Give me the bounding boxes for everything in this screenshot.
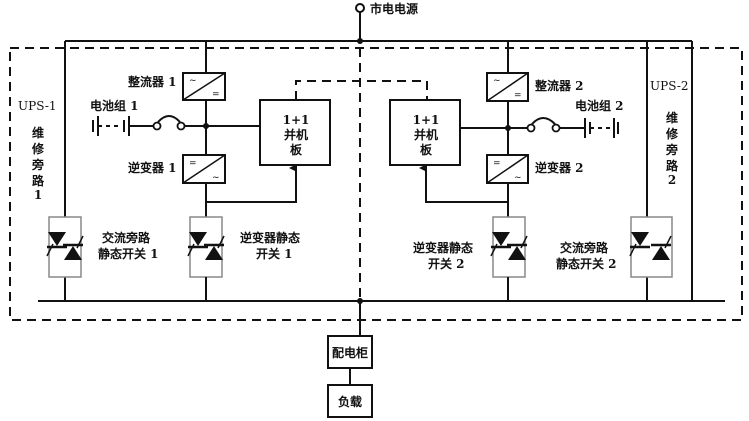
distribution-cabinet-label: 配电柜: [332, 345, 368, 360]
svg-text:~: ~: [493, 76, 501, 86]
parallel-link: [295, 80, 428, 100]
svg-text:=: =: [493, 159, 501, 169]
svg-text:=: =: [212, 90, 220, 100]
battery-2-label: 电池组 2: [575, 98, 624, 113]
inverter-switch-1-label: 逆变器静态: [240, 230, 300, 245]
ac-bypass-switch-1-label-2: 静态开关 1: [98, 246, 159, 261]
parallel-board-2: [389, 99, 461, 166]
ac-bypass-switch-2-label-2: 静态开关 2: [556, 256, 617, 271]
svg-text:旁: 旁: [31, 157, 44, 172]
terminal-icon: [355, 3, 365, 13]
ups-2: UPS-2 维 修 旁 路 2 交流旁路 静态开关 2 ~ = 整流器 2: [389, 41, 693, 301]
power-source-label: 市电电源: [370, 1, 418, 16]
svg-text:1+1: 1+1: [283, 113, 310, 127]
ups-1: UPS-1 维 修 旁 路 1 交流旁路 静态开关 1 ~ = 整流器 1 电池…: [18, 41, 331, 301]
svg-text:~: ~: [189, 76, 197, 86]
inverter-switch-2-label-2: 开关 2: [428, 256, 465, 271]
rectifier-2-label: 整流器 2: [534, 78, 584, 93]
maint-bypass-1-label: 维 修 旁 路 1: [31, 125, 45, 202]
svg-text:板: 板: [420, 142, 433, 157]
maint-bypass-2-label: 维 修 旁 路 2: [665, 110, 679, 187]
svg-text:=: =: [514, 91, 522, 101]
svg-text:路: 路: [666, 158, 679, 173]
inverter-switch-1-label-2: 开关 1: [256, 246, 293, 261]
svg-text:2: 2: [668, 173, 676, 187]
inverter-switch-2-label: 逆变器静态: [413, 240, 473, 255]
ups2-label: UPS-2: [650, 79, 689, 93]
load-box: [327, 384, 373, 418]
inverter-1-label: 逆变器 1: [128, 160, 177, 175]
battery-2-icon: [584, 118, 619, 138]
ac-bypass-switch-1-label: 交流旁路: [102, 230, 151, 245]
distribution-cabinet: [327, 335, 373, 369]
parallel-board-1: [259, 99, 331, 166]
svg-text:修: 修: [31, 141, 45, 156]
fuse-1-icon: [152, 115, 186, 131]
svg-text:维: 维: [32, 125, 44, 140]
svg-text:路: 路: [32, 173, 45, 188]
battery-1-label: 电池组 1: [90, 98, 139, 113]
svg-text:=: =: [189, 159, 197, 169]
svg-text:板: 板: [290, 142, 303, 157]
battery-1-icon: [92, 116, 130, 136]
svg-text:并机: 并机: [414, 127, 438, 142]
svg-text:1: 1: [34, 188, 42, 202]
svg-text:1+1: 1+1: [413, 113, 440, 127]
rectifier-1-label: 整流器 1: [127, 74, 177, 89]
svg-text:修: 修: [665, 126, 679, 141]
svg-text:维: 维: [666, 110, 678, 125]
ups-enclosure: [9, 47, 743, 321]
svg-text:~: ~: [212, 173, 220, 183]
ac-bypass-switch-2-label: 交流旁路: [560, 240, 609, 255]
svg-text:~: ~: [514, 173, 522, 183]
svg-text:并机: 并机: [284, 127, 308, 142]
power-source: 市电电源: [355, 1, 418, 41]
load-label: 负载: [338, 394, 362, 409]
svg-text:旁: 旁: [665, 142, 678, 157]
inverter-2-label: 逆变器 2: [535, 160, 584, 175]
fuse-2-icon: [526, 117, 561, 133]
ups1-label: UPS-1: [18, 99, 57, 113]
